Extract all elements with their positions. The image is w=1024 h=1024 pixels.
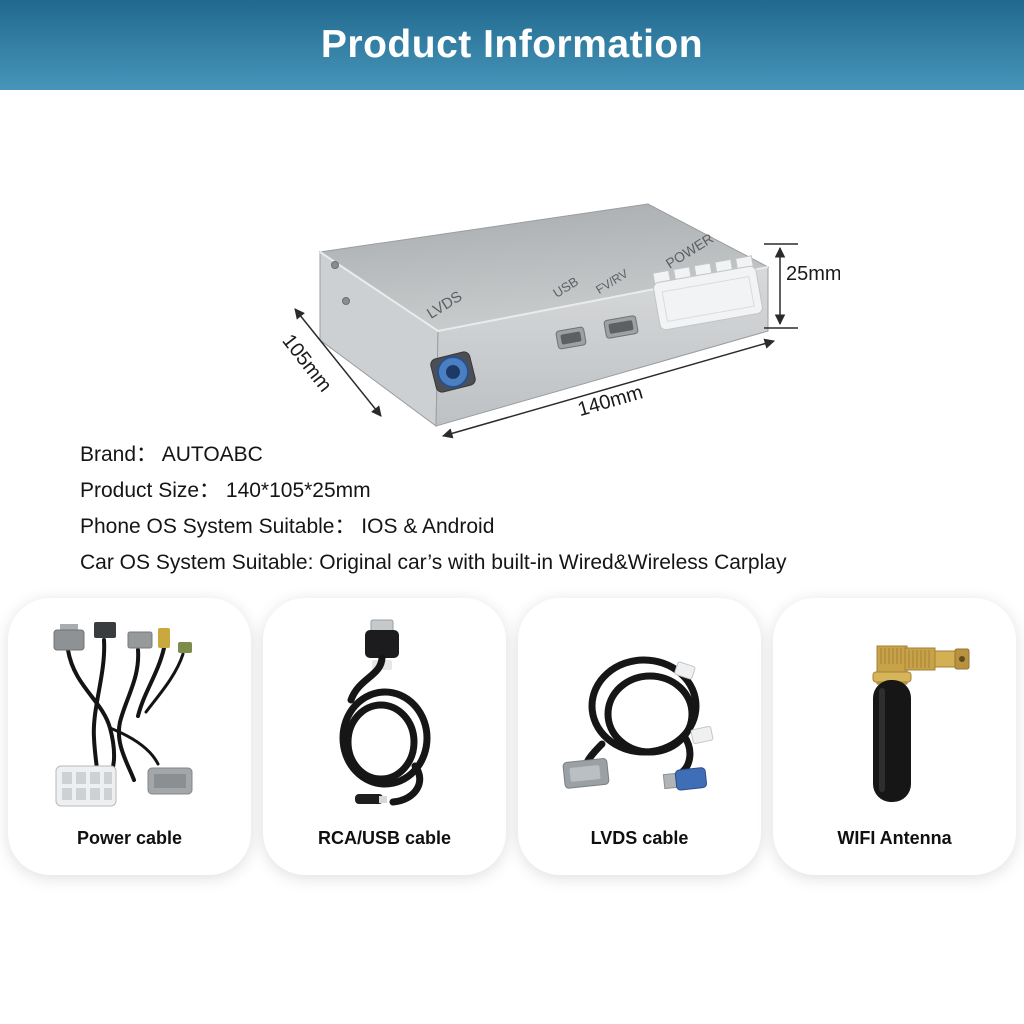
header-banner: Product Information — [0, 0, 1024, 90]
screw-icon — [342, 297, 350, 305]
device-diagram: LVDS USB FV/RV POWER 25mm 105mm 140mm — [278, 203, 840, 439]
accessory-label-power-cable: Power cable — [76, 828, 183, 848]
power-cable-image — [53, 622, 192, 807]
accessory-cards: Power cable RCA/USB cable — [8, 598, 1016, 875]
accessory-label-rca-usb-cable: RCA/USB cable — [317, 828, 452, 848]
width-dimension — [441, 338, 776, 439]
spec-phone-os: Phone OS System Suitable： IOS & Android — [80, 515, 495, 538]
screw-icon — [331, 261, 339, 269]
rca-usb-cable-image — [339, 619, 430, 806]
spec-brand: Brand： AUTOABC — [80, 443, 263, 466]
power-connector — [652, 255, 763, 331]
wifi-antenna-image — [872, 645, 969, 802]
accessory-card-rca-usb-cable: RCA/USB cable — [263, 598, 506, 875]
accessory-label-wifi-antenna: WIFI Antenna — [837, 828, 952, 848]
lvds-cable-image — [562, 656, 713, 791]
page-title: Product Information — [320, 23, 704, 66]
accessory-card-power-cable: Power cable — [8, 598, 251, 875]
accessory-label-lvds-cable: LVDS cable — [590, 828, 689, 848]
spec-car-os: Car OS System Suitable: Original car’s w… — [80, 551, 787, 574]
fvrv-port — [603, 315, 639, 339]
spec-product-size: Product Size： 140*105*25mm — [80, 479, 371, 502]
depth-dimension — [294, 308, 382, 417]
accessory-card-wifi-antenna: WIFI Antenna — [773, 598, 1016, 875]
accessory-card-lvds-cable: LVDS cable — [518, 598, 761, 875]
height-dimension — [764, 243, 798, 329]
height-dimension-label: 25mm — [786, 263, 840, 285]
spec-list: Brand： AUTOABC Product Size： 140*105*25m… — [80, 437, 786, 581]
